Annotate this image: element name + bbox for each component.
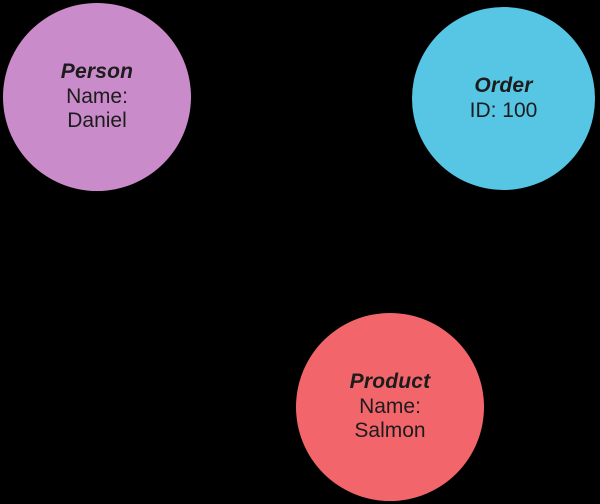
graph-node-product-title: Product (349, 369, 431, 393)
graph-node-person-body: Name: Daniel (66, 85, 128, 135)
graph-node-person[interactable]: Person Name: Daniel (3, 3, 191, 191)
graph-node-product-line-0: Name: (359, 394, 421, 418)
graph-node-order-body: ID: 100 (470, 99, 538, 124)
graph-node-product-body: Name: Salmon (354, 395, 425, 445)
graph-node-order-title: Order (474, 73, 533, 97)
graph-node-person-title: Person (60, 59, 134, 83)
graph-node-order[interactable]: Order ID: 100 (412, 7, 595, 190)
graph-node-product-line-1: Salmon (354, 419, 426, 443)
graph-node-product[interactable]: Product Name: Salmon (296, 313, 484, 501)
graph-node-person-line-1: Daniel (67, 109, 127, 133)
graph-node-order-line-0: ID: 100 (469, 98, 538, 122)
graph-node-person-line-0: Name: (66, 84, 128, 108)
